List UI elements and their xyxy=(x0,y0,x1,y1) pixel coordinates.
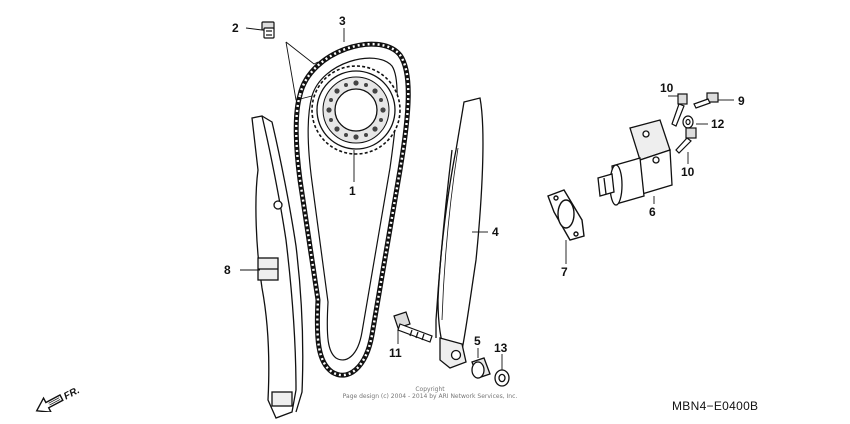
callout-12: 12 xyxy=(711,117,725,131)
callout-8: 8 xyxy=(224,263,231,277)
copyright-line-2: Page design (c) 2004 - 2014 by ARI Netwo… xyxy=(342,393,518,400)
callout-6: 6 xyxy=(649,205,656,219)
callout-9: 9 xyxy=(738,94,745,108)
callout-7: 7 xyxy=(561,265,568,279)
lifter-bolt-9 xyxy=(693,92,719,109)
callout-10-upper: 10 xyxy=(660,81,674,95)
front-arrow-icon: FR. xyxy=(35,385,82,412)
washer xyxy=(494,369,510,387)
front-indicator-label: FR. xyxy=(62,385,81,402)
lifter-bolt-10-lower xyxy=(675,127,697,154)
lifter-gasket xyxy=(547,189,585,241)
lifter-washer-12 xyxy=(682,115,694,129)
diagram-code: MBN4−E0400B xyxy=(672,399,759,413)
callout-5: 5 xyxy=(474,334,481,348)
cam-sprocket xyxy=(311,65,401,155)
guide-bolt xyxy=(393,311,433,343)
callout-11: 11 xyxy=(389,346,402,360)
callout-numbers: 2 3 1 4 5 13 11 7 6 8 9 10 12 10 xyxy=(224,14,745,360)
tensioner-lifter xyxy=(597,119,673,206)
copyright-notice: Copyright Page design (c) 2004 - 2014 by… xyxy=(300,386,560,400)
callout-13: 13 xyxy=(494,341,508,355)
sprocket-bolt xyxy=(261,21,275,39)
chain-guide xyxy=(435,97,484,369)
callout-1: 1 xyxy=(349,184,356,198)
tensioner-arm xyxy=(251,115,304,419)
callout-3: 3 xyxy=(339,14,346,28)
callout-4: 4 xyxy=(492,225,499,239)
cam-chain xyxy=(293,41,411,378)
collar xyxy=(471,357,491,379)
callout-10-lower: 10 xyxy=(681,165,695,179)
leader-lines xyxy=(240,27,734,370)
lifter-bolt-10-upper xyxy=(671,93,688,127)
callout-2: 2 xyxy=(232,21,239,35)
copyright-line-1: Copyright xyxy=(415,386,445,393)
